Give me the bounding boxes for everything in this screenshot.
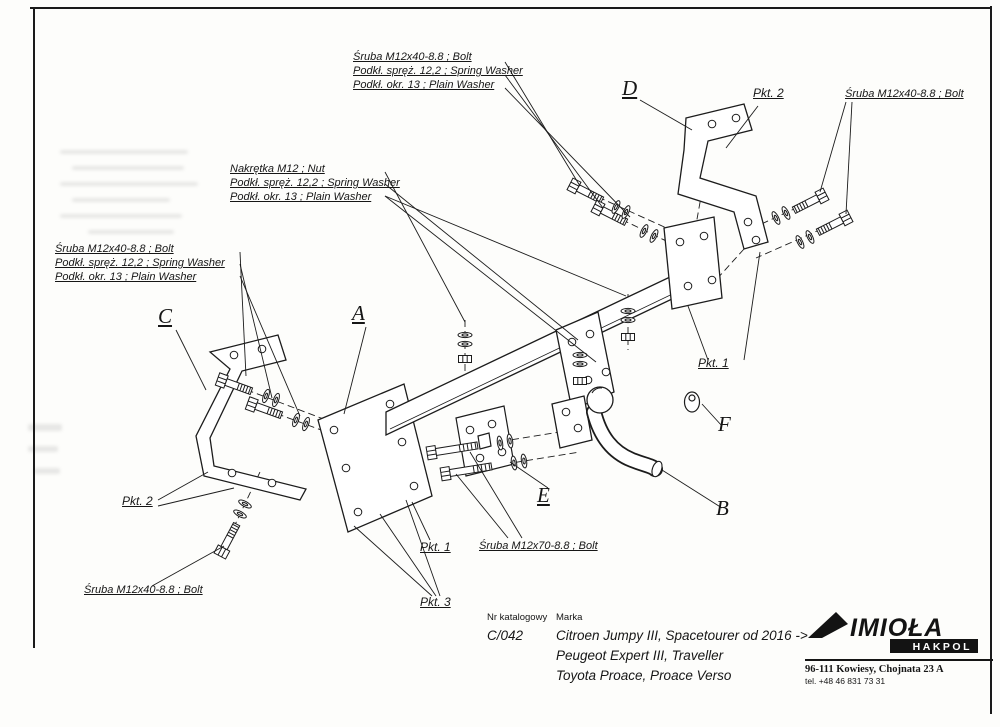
- company-phone: tel. +48 46 831 73 31: [805, 676, 886, 686]
- logo-wedge-icon: [808, 612, 848, 638]
- label-nut-spec: Nakrętka M12 ; Nut Podkł. spręż. 12,2 ; …: [230, 162, 400, 204]
- part-letter-b: B: [716, 496, 729, 520]
- logo-sub-text: HAKPOL: [913, 641, 972, 653]
- page-border-lines: [30, 6, 992, 714]
- spec-line: Podkł. spręż. 12,2 ; Spring Washer: [55, 257, 225, 269]
- spec-line: Śruba M12x40-8.8 ; Bolt: [55, 243, 174, 255]
- brand-line-2: Peugeot Expert III, Traveller: [556, 648, 724, 663]
- scan-bleed-artifact: [72, 166, 184, 170]
- spec-line: Podkł. okr. 13 ; Plain Washer: [353, 79, 495, 91]
- label-bolt-spec-m12x70: Śruba M12x70-8.8 ; Bolt: [479, 540, 598, 552]
- label-bolt-spec-bottom-left: Śruba M12x40-8.8 ; Bolt: [84, 584, 203, 596]
- part-letter-e: E: [537, 483, 550, 507]
- catalog-number-value: C/042: [487, 628, 524, 643]
- ball-mount-plate: [555, 311, 615, 411]
- scan-bleed-artifact: [60, 214, 182, 218]
- label-pkt1-right: Pkt. 1: [698, 356, 729, 370]
- bolt-m12x40: [790, 187, 830, 217]
- washer: [620, 307, 636, 315]
- label-pkt2-top: Pkt. 2: [753, 86, 784, 100]
- washer: [300, 416, 312, 432]
- logo-sub-bar: [890, 639, 978, 653]
- spacer-plate-e: [455, 405, 515, 477]
- company-address-block: 96-111 Kowiesy, Chojnata 23 A tel. +48 4…: [805, 659, 993, 686]
- label-bolt-spec-top-right: Śruba M12x40-8.8 ; Bolt: [845, 88, 964, 100]
- bolt-m12x40: [213, 520, 243, 560]
- washer: [572, 360, 588, 368]
- washer: [804, 229, 816, 245]
- washer: [780, 205, 792, 221]
- cover-part-f: [683, 391, 701, 413]
- washer: [620, 204, 632, 220]
- spec-line: Podkł. okr. 13 ; Plain Washer: [230, 191, 372, 203]
- scan-bleed-artifact: [60, 182, 198, 186]
- label-bolt-spec-top: Śruba M12x40-8.8 ; Bolt Podkł. spręż. 12…: [353, 50, 523, 92]
- part-letter-f: F: [718, 412, 731, 436]
- scan-bleed-artifact: [34, 468, 60, 474]
- part-letter-a: A: [352, 301, 365, 325]
- washer: [620, 316, 636, 324]
- washer: [794, 234, 806, 250]
- washer: [232, 507, 248, 521]
- scan-bleed-artifact: [88, 230, 174, 234]
- leader-lines: [151, 61, 853, 597]
- washer: [638, 223, 650, 239]
- brand-line-3: Toyota Proace, Proace Verso: [556, 668, 732, 683]
- washer: [237, 497, 253, 511]
- washer: [770, 210, 782, 226]
- scan-bleed-artifact: [28, 424, 62, 431]
- spec-line: Nakrętka M12 ; Nut: [230, 163, 325, 175]
- spec-line: Podkł. spręż. 12,2 ; Spring Washer: [230, 177, 400, 189]
- scan-bleed-artifact: [72, 198, 170, 202]
- crossbar-beam: [385, 255, 713, 437]
- spec-line: Podkł. okr. 13 ; Plain Washer: [55, 271, 197, 283]
- tow-ball: [551, 386, 663, 478]
- scan-bleed-artifact: [60, 150, 188, 154]
- bracket-d: [677, 103, 769, 250]
- part-letter-c: C: [158, 304, 173, 328]
- washer: [648, 228, 660, 244]
- scan-bleed-artifact: [28, 446, 58, 452]
- washer: [457, 340, 473, 348]
- nut-m12: [621, 333, 635, 341]
- label-pkt2-left: Pkt. 2: [122, 494, 153, 508]
- label-bolt-spec-left: Śruba M12x40-8.8 ; Bolt Podkł. spręż. 12…: [55, 242, 225, 284]
- logo-name-text: IMIOŁA: [850, 614, 944, 642]
- label-pkt1-bottom: Pkt. 1: [420, 540, 451, 554]
- label-pkt3: Pkt. 3: [420, 595, 451, 609]
- brand-line-1: Citroen Jumpy III, Spacetourer od 2016 -…: [556, 628, 808, 643]
- brand-label: Marka: [556, 612, 583, 623]
- bracket-c: [195, 334, 307, 501]
- spec-line: Podkł. spręż. 12,2 ; Spring Washer: [353, 65, 523, 77]
- spec-line: Śruba M12x40-8.8 ; Bolt: [353, 51, 472, 63]
- hakpol-logo: IMIOŁA HAKPOL: [808, 612, 978, 653]
- nut-m12: [573, 377, 587, 385]
- part-letter-d: D: [622, 76, 638, 100]
- nut-m12: [458, 355, 472, 363]
- washer: [519, 453, 529, 469]
- washer: [457, 331, 473, 339]
- crossbar-end-plate: [663, 216, 723, 310]
- company-address: 96-111 Kowiesy, Chojnata 23 A: [805, 664, 944, 675]
- bolt-m12x40: [814, 209, 854, 239]
- catalog-number-label: Nr katalogowy: [487, 612, 548, 623]
